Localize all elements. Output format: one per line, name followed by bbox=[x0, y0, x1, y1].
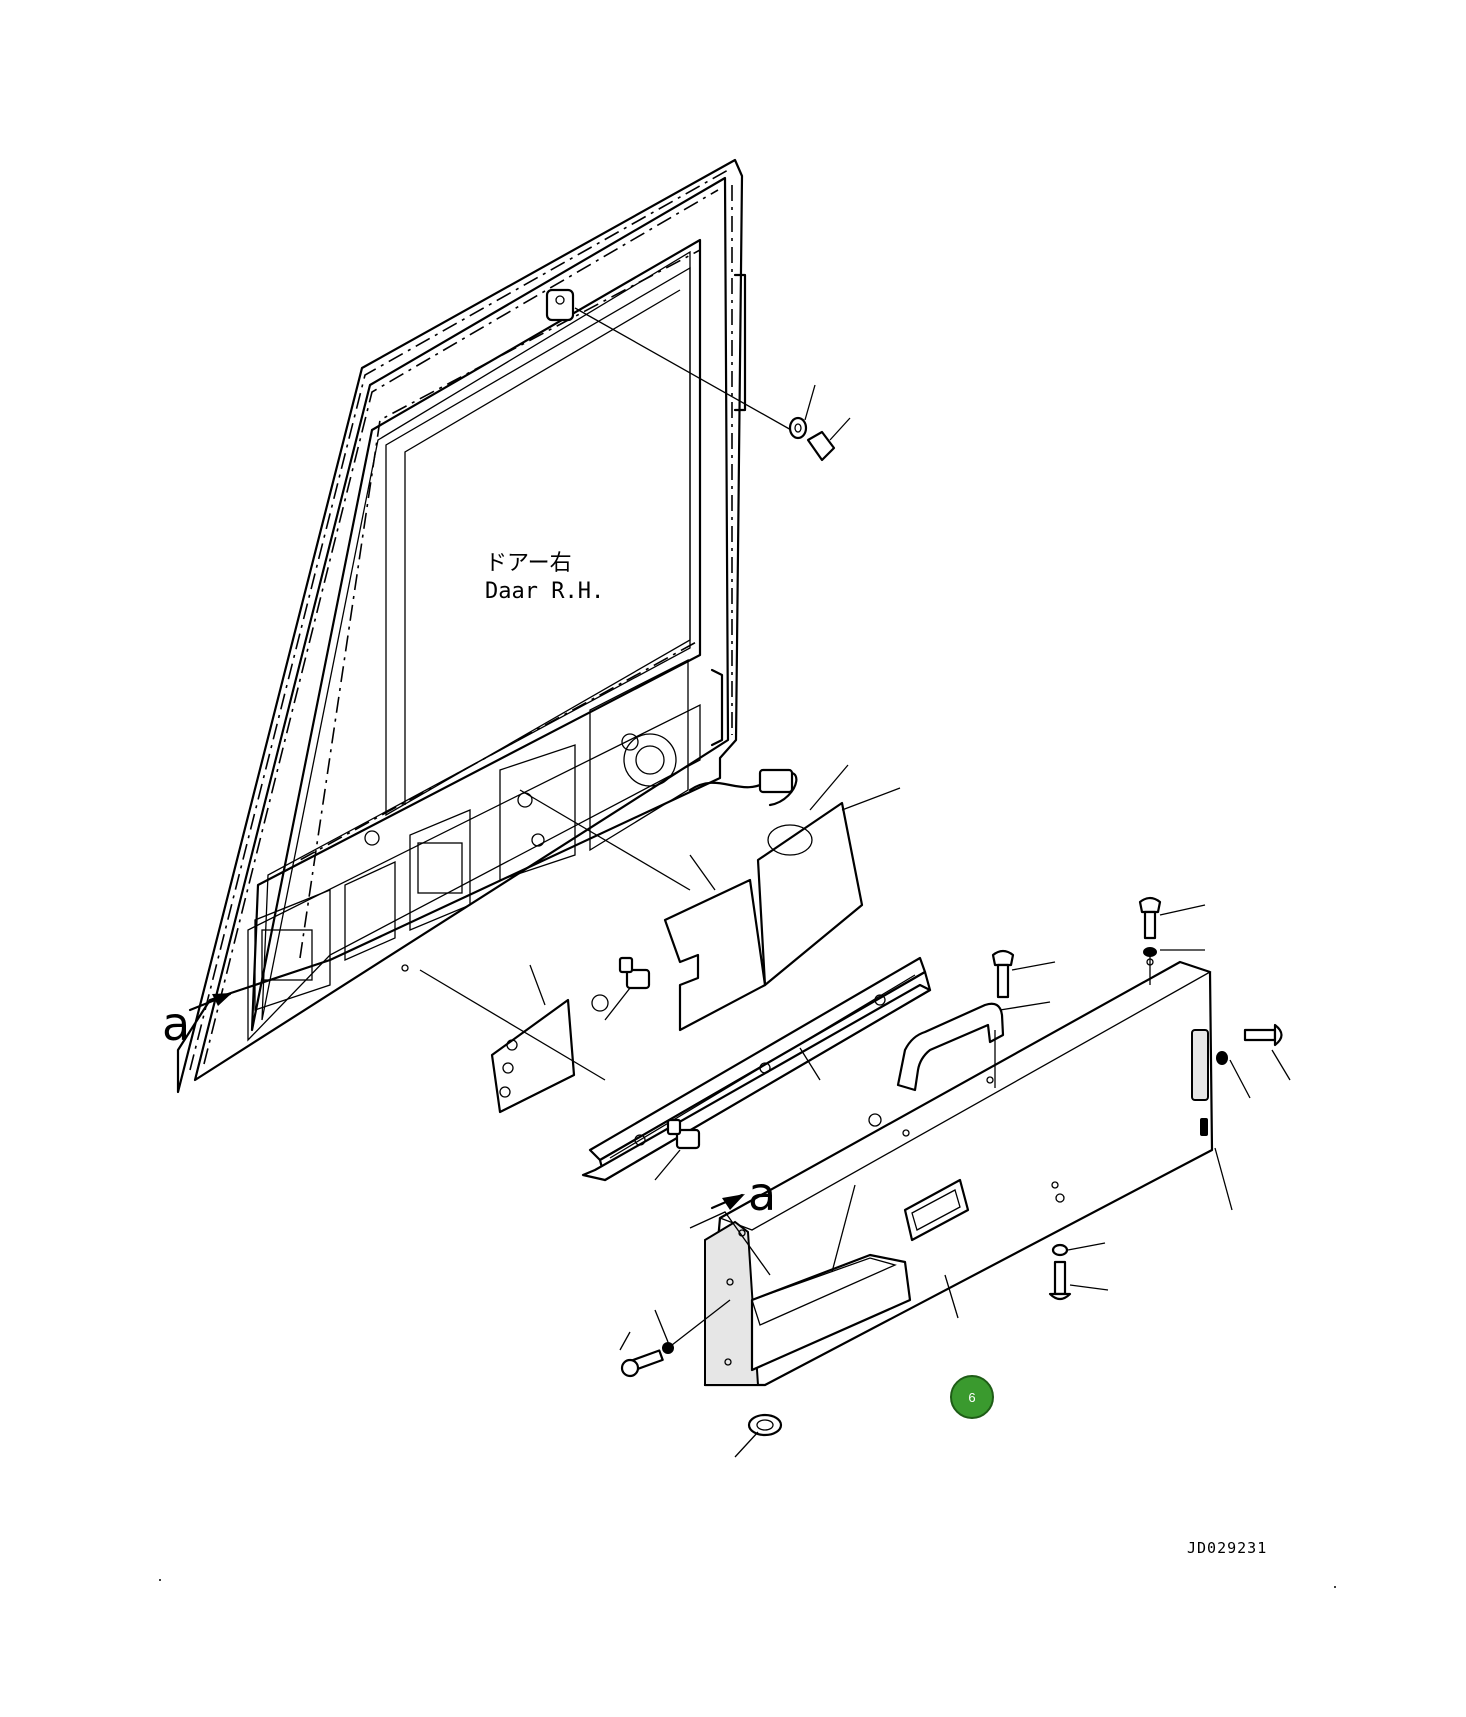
view-marker-trim: a bbox=[689, 1167, 776, 1276]
view-marker-left: a bbox=[162, 992, 232, 1051]
door-frame bbox=[176, 158, 798, 1094]
callout-number: 6 bbox=[968, 1390, 975, 1405]
fasteners bbox=[619, 896, 1291, 1458]
channel-rail bbox=[581, 956, 932, 1182]
bumper-and-washer bbox=[788, 384, 851, 462]
door-trim-panel bbox=[703, 958, 1214, 1387]
sealing-sheets bbox=[419, 764, 901, 1114]
part-label-jp: ドアー右 bbox=[485, 551, 572, 576]
svg-text:a: a bbox=[748, 1167, 776, 1221]
part-label-en: Daar R.H. bbox=[485, 579, 604, 604]
drawing-code: JD029231 bbox=[1187, 1539, 1267, 1557]
callout-6[interactable]: 6 bbox=[950, 1375, 994, 1419]
svg-text:a: a bbox=[162, 997, 190, 1051]
